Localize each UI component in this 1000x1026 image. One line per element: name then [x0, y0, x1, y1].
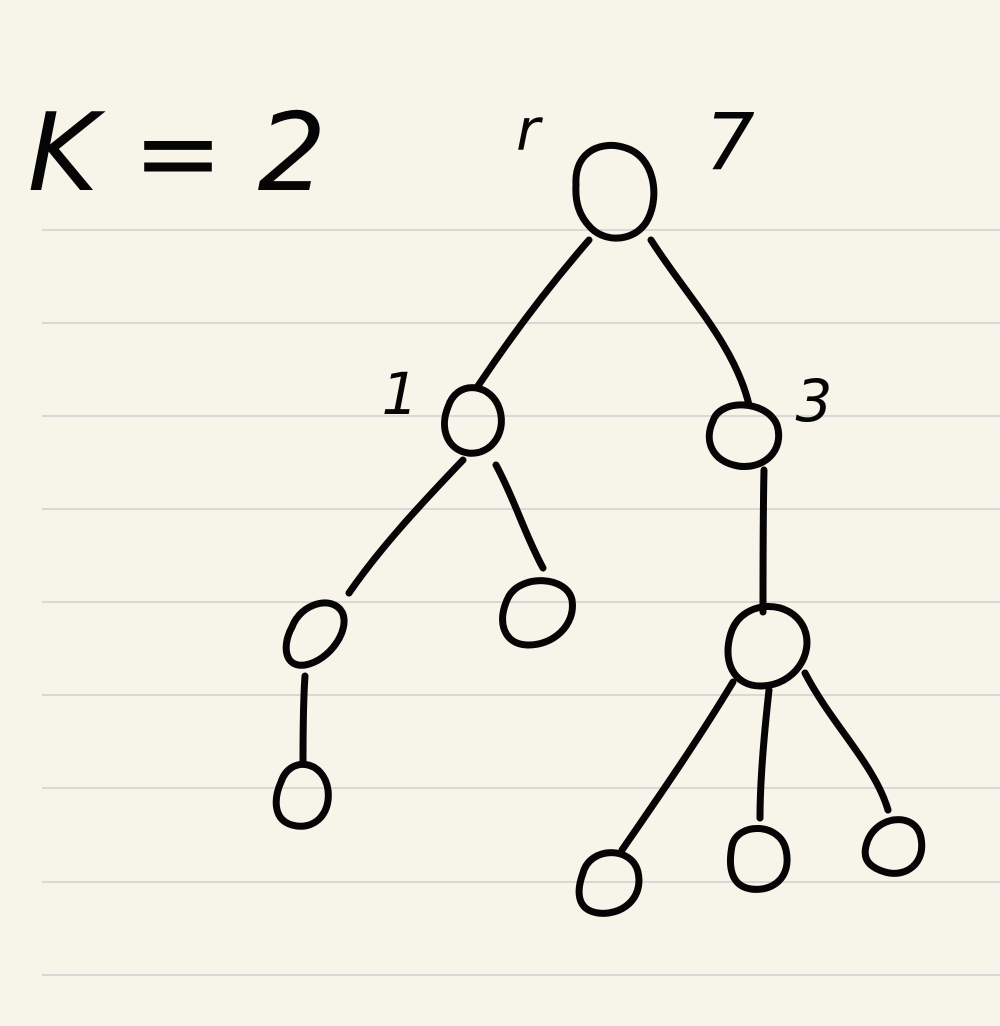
root-node	[572, 141, 658, 242]
root-side-label: r	[516, 96, 543, 164]
tree-nodes	[272, 141, 926, 917]
edge-root-right-child	[647, 236, 753, 409]
left-grandchild-node	[282, 599, 348, 669]
right-great-grandchild-middle-node	[726, 825, 791, 893]
left-child-label: 1	[382, 360, 419, 428]
edge-left-child-left-grandchild	[345, 456, 467, 597]
tree-edges	[299, 236, 892, 854]
edge-left-grandchild-left-great-grandchild	[299, 672, 309, 768]
left-child-node	[441, 384, 505, 457]
k-label: K = 2	[28, 91, 327, 216]
root-node-label: 7	[705, 98, 755, 188]
right-child-label: 3	[796, 367, 833, 435]
ruled-lines	[42, 229, 1000, 976]
edge-right-grandchild-right-great-grandchild-left	[618, 678, 737, 854]
right-child-node	[705, 401, 783, 471]
right-great-grandchild-right-node	[861, 816, 926, 877]
edge-root-left-child	[474, 236, 593, 390]
right-grandchild-node	[724, 603, 811, 690]
edge-right-child-right-grandchild	[759, 466, 768, 616]
left-middle-grandchild-node	[499, 577, 576, 649]
left-great-grandchild-node	[272, 761, 332, 830]
edge-right-grandchild-right-great-grandchild-middle	[756, 686, 773, 822]
edge-right-grandchild-right-great-grandchild-right	[801, 669, 892, 814]
right-great-grandchild-left-node	[575, 849, 643, 917]
edge-left-child-left-middle-grandchild	[492, 461, 547, 572]
